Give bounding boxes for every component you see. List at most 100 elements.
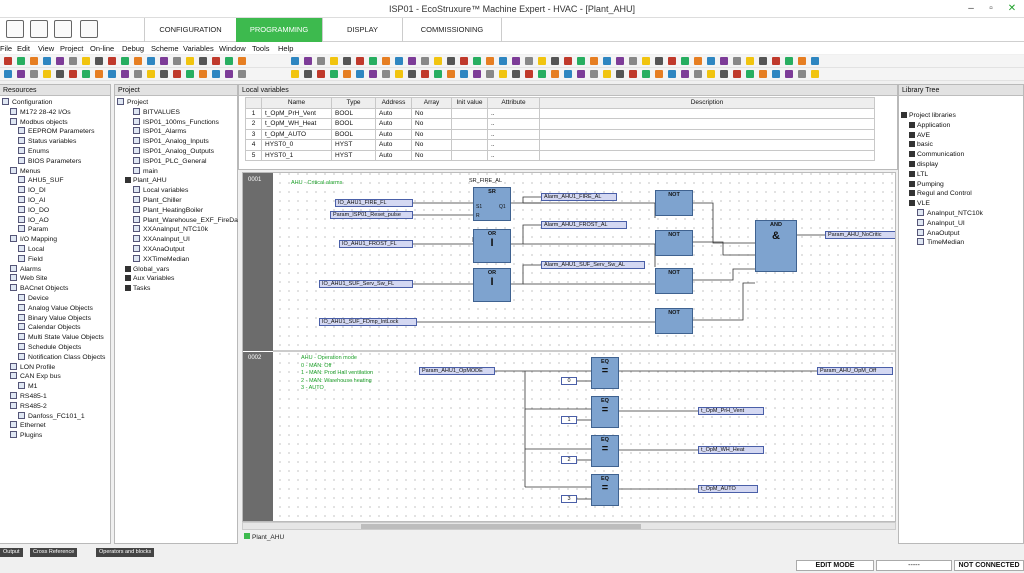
table-cell[interactable]: No bbox=[411, 128, 452, 140]
expand-icon[interactable] bbox=[125, 275, 131, 282]
toolbar-button[interactable] bbox=[538, 57, 546, 65]
tree-item[interactable]: display bbox=[909, 160, 938, 170]
table-cell[interactable]: Auto bbox=[375, 139, 412, 151]
toolbar-button[interactable] bbox=[160, 70, 168, 78]
toolbar-button[interactable] bbox=[694, 70, 702, 78]
close-icon[interactable]: ✕ bbox=[1007, 3, 1017, 14]
tree-item[interactable]: Analog Value Objects bbox=[18, 303, 93, 314]
output-variable[interactable]: Alarm_AHU1_SUF_Serv_Sw_AL bbox=[541, 261, 645, 269]
expand-icon[interactable] bbox=[909, 200, 915, 207]
toolbar-button[interactable] bbox=[134, 70, 142, 78]
menu-debug[interactable]: Debug bbox=[122, 44, 145, 53]
column-header[interactable]: Attribute bbox=[487, 97, 540, 109]
toolbar-button[interactable] bbox=[720, 57, 728, 65]
not-block[interactable]: NOT bbox=[655, 308, 693, 334]
tree-item[interactable]: Configuration bbox=[2, 98, 52, 108]
constant-value[interactable]: 1 bbox=[561, 416, 577, 424]
table-cell[interactable]: t_OpM_AUTO bbox=[261, 128, 332, 140]
toolbar-button[interactable] bbox=[720, 70, 728, 78]
toolbar-button[interactable] bbox=[108, 70, 116, 78]
table-cell[interactable]: BOOL bbox=[331, 128, 376, 140]
column-header[interactable]: Name bbox=[261, 97, 332, 109]
table-cell[interactable]: .. bbox=[487, 107, 540, 119]
toolbar-button[interactable] bbox=[199, 57, 207, 65]
tree-item[interactable]: IO_AI bbox=[18, 196, 45, 206]
toolbar-button[interactable] bbox=[525, 57, 533, 65]
maximize-icon[interactable]: ▫ bbox=[989, 3, 993, 14]
tree-item[interactable]: BACnet Objects bbox=[10, 284, 68, 294]
tree-item[interactable]: Communication bbox=[909, 150, 964, 160]
toolbar-button[interactable] bbox=[590, 57, 598, 65]
input-variable[interactable]: Param_ISP01_Reset_pulse bbox=[330, 211, 413, 219]
table-cell[interactable]: .. bbox=[487, 149, 540, 161]
tree-item[interactable]: AnaInput_UI bbox=[917, 218, 965, 229]
toolbar-button[interactable] bbox=[603, 70, 611, 78]
or-block[interactable]: OR I bbox=[473, 268, 511, 302]
table-cell[interactable] bbox=[451, 139, 488, 151]
toolbar-button[interactable] bbox=[577, 57, 585, 65]
tree-item[interactable]: M172 28-42 I/Os bbox=[10, 107, 71, 118]
tree-item[interactable]: Enums bbox=[18, 147, 49, 157]
constant-value[interactable]: 2 bbox=[561, 456, 577, 464]
tree-item[interactable]: Local bbox=[18, 245, 44, 255]
toolbar-button[interactable] bbox=[551, 57, 559, 65]
table-cell[interactable]: 3 bbox=[245, 128, 262, 140]
toolbar-button[interactable] bbox=[486, 70, 494, 78]
expand-icon[interactable] bbox=[125, 265, 131, 272]
toolbar-button[interactable] bbox=[434, 70, 442, 78]
table-cell[interactable] bbox=[451, 107, 488, 119]
toolbar-button[interactable] bbox=[759, 57, 767, 65]
table-cell[interactable]: 1 bbox=[245, 107, 262, 119]
menu-view[interactable]: View bbox=[38, 44, 55, 53]
tree-item[interactable]: Plugins bbox=[10, 431, 42, 441]
diagram-scrollbar[interactable] bbox=[242, 522, 896, 530]
toolbar-button[interactable] bbox=[43, 70, 51, 78]
input-variable[interactable]: IO_AHU1_FIRE_FL bbox=[335, 199, 413, 207]
input-variable[interactable]: IO_AHU1_SUF_Serv_Sw_FL bbox=[319, 280, 413, 288]
toolbar-button[interactable] bbox=[408, 70, 416, 78]
table-cell[interactable]: Auto bbox=[375, 107, 412, 119]
toolbar-button[interactable] bbox=[642, 57, 650, 65]
tree-item[interactable]: Modbus objects bbox=[10, 117, 68, 128]
tree-item[interactable]: Binary Value Objects bbox=[18, 313, 91, 324]
tree-item[interactable]: IO_DI bbox=[18, 186, 46, 196]
constant-value[interactable]: 3 bbox=[561, 495, 577, 503]
toolbar-button[interactable] bbox=[421, 70, 429, 78]
toolbar-button[interactable] bbox=[603, 57, 611, 65]
toolbar-button[interactable] bbox=[447, 57, 455, 65]
menu-online[interactable]: On-line bbox=[90, 44, 115, 53]
toolbar-button[interactable] bbox=[82, 57, 90, 65]
tab-display[interactable]: DISPLAY bbox=[322, 18, 402, 42]
input-variable[interactable]: Param_AHU1_OpMODE bbox=[419, 367, 495, 375]
expand-icon[interactable] bbox=[909, 161, 915, 167]
tab-configuration[interactable]: CONFIGURATION bbox=[144, 18, 236, 42]
table-cell[interactable]: .. bbox=[487, 118, 540, 130]
table-cell[interactable]: 2 bbox=[245, 118, 262, 130]
toolbar-button[interactable] bbox=[147, 57, 155, 65]
tree-item[interactable]: RS485-1 bbox=[10, 392, 47, 402]
toolbar-button[interactable] bbox=[225, 57, 233, 65]
toolbar-button[interactable] bbox=[460, 57, 468, 65]
toolbar-button[interactable] bbox=[173, 57, 181, 65]
output-variable[interactable]: t_OpM_WH_Heat bbox=[698, 446, 764, 454]
expand-icon[interactable] bbox=[909, 131, 915, 138]
tab-cross-reference[interactable]: Cross Reference bbox=[30, 548, 78, 557]
expand-icon[interactable] bbox=[909, 121, 915, 128]
tree-item[interactable]: ISP01_PLC_General bbox=[133, 156, 206, 167]
toolbar-button[interactable] bbox=[317, 70, 325, 78]
tab-programming[interactable]: PROGRAMMING bbox=[236, 18, 322, 42]
toolbar-button[interactable] bbox=[395, 57, 403, 65]
toolbar-button[interactable] bbox=[577, 70, 585, 78]
toolbar-button[interactable] bbox=[304, 57, 312, 65]
toolbar-button[interactable] bbox=[343, 70, 351, 78]
tree-item[interactable]: ISP01_Analog_Outputs bbox=[133, 147, 214, 157]
tree-item[interactable]: M1 bbox=[18, 382, 37, 392]
table-cell[interactable]: HYST bbox=[331, 139, 376, 151]
toolbar-button[interactable] bbox=[655, 57, 663, 65]
tree-item[interactable]: Ethernet bbox=[10, 421, 46, 431]
column-header[interactable]: Description bbox=[539, 97, 875, 109]
toolbar-button[interactable] bbox=[369, 70, 377, 78]
tree-item[interactable]: XXAnaInput_NTC10k bbox=[133, 225, 208, 235]
